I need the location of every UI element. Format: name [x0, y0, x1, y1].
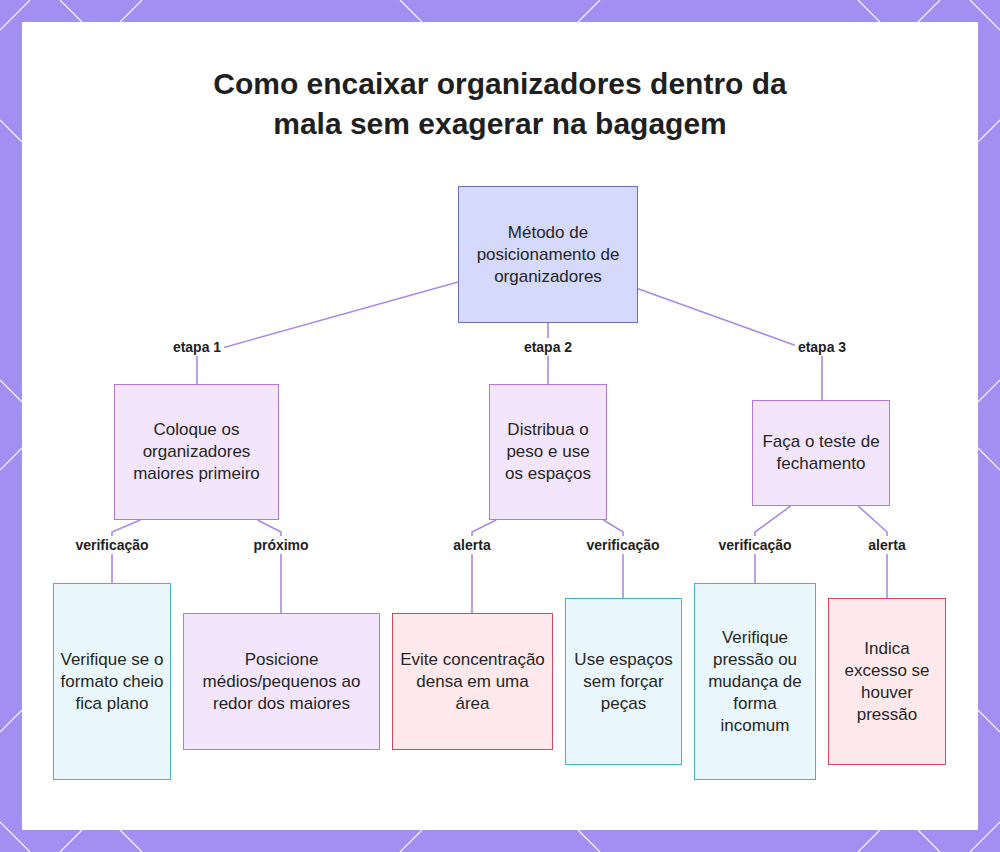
process-box: Verifique se o formato cheio fica plano	[53, 583, 171, 780]
box-text: Indica excesso se houver pressão	[835, 638, 939, 726]
box-text: Evite concentração densa em uma área	[399, 649, 546, 715]
edge-label: alerta	[450, 536, 493, 554]
process-box: Distribua o peso e use os espaços	[489, 384, 607, 520]
box-text: Distribua o peso e use os espaços	[496, 419, 600, 485]
edge-label: alerta	[865, 536, 908, 554]
edge-label: etapa 2	[521, 338, 575, 356]
process-box: Evite concentração densa em uma área	[392, 613, 553, 750]
edge-label: próximo	[250, 536, 311, 554]
box-text: Use espaços sem forçar peças	[572, 649, 675, 715]
connector-line	[472, 520, 496, 613]
edge-label: verificação	[72, 536, 151, 554]
box-text: Verifique se o formato cheio fica plano	[60, 649, 164, 715]
edge-label: verificação	[583, 536, 662, 554]
process-box: Coloque os organizadores maiores primeir…	[114, 384, 279, 520]
box-text: Faça o teste de fechamento	[759, 431, 883, 475]
process-box: Faça o teste de fechamento	[752, 400, 890, 506]
edge-label: verificação	[715, 536, 794, 554]
edge-label: etapa 3	[795, 338, 849, 356]
connector-line	[258, 520, 281, 613]
process-box: Indica excesso se houver pressão	[828, 598, 946, 765]
diagram-title: Como encaixar organizadores dentro da ma…	[200, 64, 800, 144]
edge-label: etapa 1	[170, 338, 224, 356]
connector-line	[603, 520, 623, 598]
connector-line	[197, 282, 458, 384]
box-text: Método de posicionamento de organizadore…	[465, 222, 631, 288]
process-box: Método de posicionamento de organizadore…	[458, 186, 638, 323]
process-box: Posicione médios/pequenos ao redor dos m…	[183, 613, 380, 750]
process-box: Use espaços sem forçar peças	[565, 598, 682, 765]
process-box: Verifique pressão ou mudança de forma in…	[694, 583, 816, 780]
box-text: Verifique pressão ou mudança de forma in…	[701, 627, 809, 737]
box-text: Posicione médios/pequenos ao redor dos m…	[190, 649, 373, 715]
box-text: Coloque os organizadores maiores primeir…	[121, 419, 272, 485]
